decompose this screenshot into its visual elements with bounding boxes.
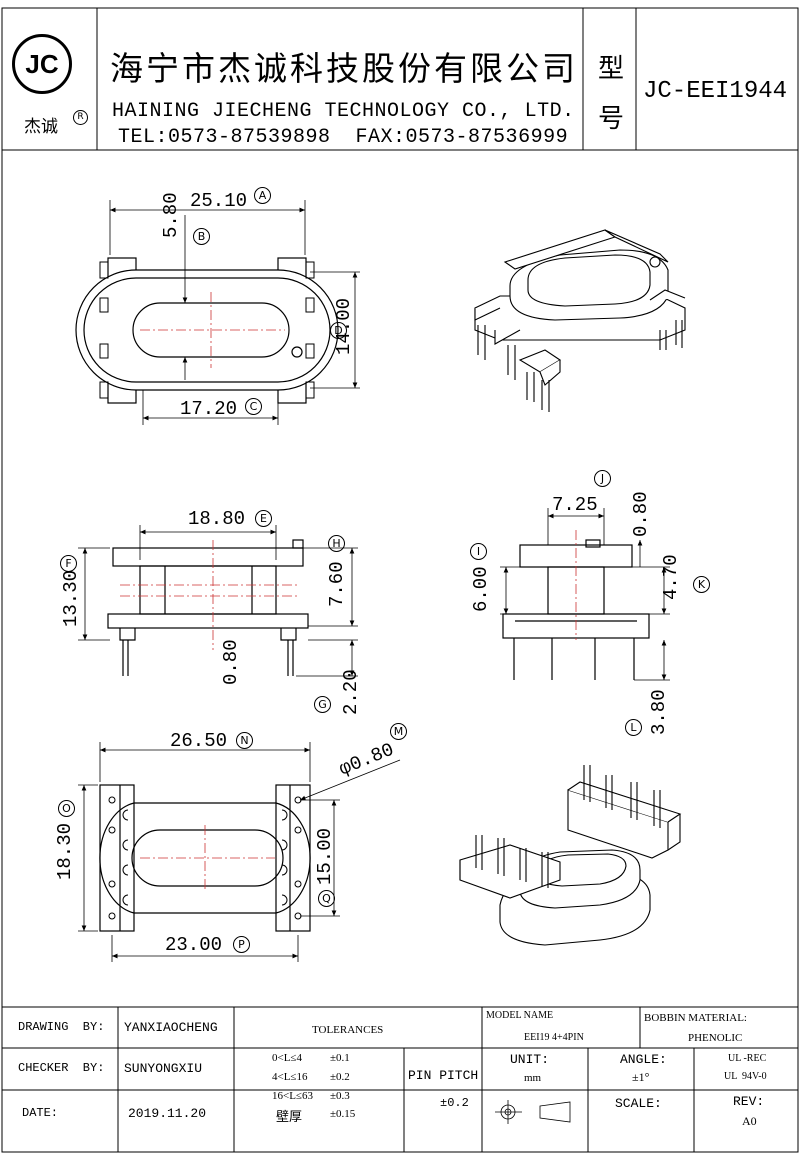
type-label-2: 号 <box>598 104 625 134</box>
ref-H: H <box>328 535 345 552</box>
date-label: DATE: <box>22 1106 59 1120</box>
front-view <box>107 539 309 676</box>
pin-pitch-value: ±0.2 <box>440 1096 469 1110</box>
rev-value: A0 <box>742 1114 757 1128</box>
isometric-view-bottom <box>459 781 682 946</box>
ref-A: A <box>254 187 271 204</box>
registered-mark: R <box>73 110 88 125</box>
logo-subtitle: 杰诚 <box>24 117 58 137</box>
tol3-range: 16<L≤63 <box>272 1090 313 1102</box>
model-name-value: EEI19 4+4PIN <box>524 1032 584 1043</box>
drawing-by-label: DRAWING BY: <box>18 1020 105 1034</box>
bobbin-material-value: PHENOLIC <box>688 1032 743 1044</box>
company-name-en: HAINING JIECHENG TECHNOLOGY CO., LTD. <box>112 100 575 123</box>
logo-text: JC <box>25 48 59 79</box>
ref-G: G <box>314 696 331 713</box>
dim-J-b: 0.80 <box>630 491 652 537</box>
date-value: 2019.11.20 <box>128 1106 207 1121</box>
tol3-value: ±0.3 <box>330 1090 350 1102</box>
ul-rec: UL -REC <box>728 1053 767 1064</box>
dim-J-a: 7.25 <box>552 494 598 516</box>
projection-symbol <box>495 1100 571 1124</box>
ref-J: J <box>594 470 611 487</box>
ref-I: I <box>470 543 487 560</box>
scale-label: SCALE: <box>615 1096 662 1111</box>
tol4-value: ±0.15 <box>330 1108 356 1120</box>
bobbin-material-label: BOBBIN MATERIAL: <box>644 1012 747 1024</box>
dim-E: 18.80 <box>188 508 246 530</box>
dim-O: 18.30 <box>54 822 76 880</box>
model-name-label: MODEL NAME <box>486 1010 554 1021</box>
dim-A: 25.10 <box>190 190 248 212</box>
rev-label: REV: <box>733 1094 765 1109</box>
ref-N: N <box>236 732 253 749</box>
tol1-value: ±0.1 <box>330 1052 350 1064</box>
dim-L: 3.80 <box>648 689 670 735</box>
tol2-value: ±0.2 <box>330 1071 350 1083</box>
ref-D: D <box>330 322 347 339</box>
dim-I: 6.00 <box>470 566 492 612</box>
tol2-range: 4<L≤16 <box>272 1071 308 1083</box>
ref-M: M <box>390 723 407 740</box>
ref-E: E <box>255 510 272 527</box>
angle-value: ±1° <box>632 1070 650 1084</box>
tol1-range: 0<L≤4 <box>272 1052 302 1064</box>
type-label-1: 型 <box>598 54 625 84</box>
dim-Q: 15.00 <box>314 827 336 885</box>
unit-label: UNIT: <box>510 1052 550 1067</box>
tolerances-label: TOLERANCES <box>312 1024 384 1036</box>
ref-C: C <box>245 398 262 415</box>
title-block-grid <box>2 1006 798 1152</box>
dim-B: 5.80 <box>160 192 182 238</box>
unit-value: mm <box>524 1072 542 1084</box>
ul-94: UL 94V-0 <box>724 1071 767 1082</box>
dim-F: 13.30 <box>60 569 82 627</box>
checker-by-label: CHECKER BY: <box>18 1061 105 1075</box>
ref-L: L <box>625 719 642 736</box>
ref-Q: Q <box>318 890 335 907</box>
company-contact: TEL:0573-87539898 FAX:0573-87536999 <box>118 126 569 149</box>
dim-G-b: 2.20 <box>340 669 362 715</box>
isometric-view-top <box>474 229 686 386</box>
dim-C: 17.20 <box>180 398 238 420</box>
tol4-range: 壁厚 <box>276 1109 303 1124</box>
company-name-cn: 海宁市杰诚科技股份有限公司 <box>110 49 578 88</box>
top-view <box>75 257 339 404</box>
angle-label: ANGLE: <box>620 1052 667 1067</box>
ref-K: K <box>693 576 710 593</box>
dim-N: 26.50 <box>170 730 228 752</box>
dim-H: 7.60 <box>326 561 348 607</box>
bottom-view <box>99 784 311 932</box>
ref-O: O <box>58 800 75 817</box>
ref-B: B <box>193 228 210 245</box>
dim-P: 23.00 <box>165 934 223 956</box>
dim-K: 4.70 <box>660 554 682 600</box>
ref-F: F <box>60 555 77 572</box>
pin-pitch-label: PIN PITCH <box>408 1068 479 1083</box>
drawing-by-value: YANXIAOCHENG <box>124 1020 218 1035</box>
dim-G-a: 0.80 <box>220 639 242 685</box>
model-number: JC-EEI1944 <box>643 78 788 105</box>
checker-by-value: SUNYONGXIU <box>124 1061 203 1076</box>
company-logo: JC <box>12 34 72 94</box>
ref-P: P <box>233 936 250 953</box>
